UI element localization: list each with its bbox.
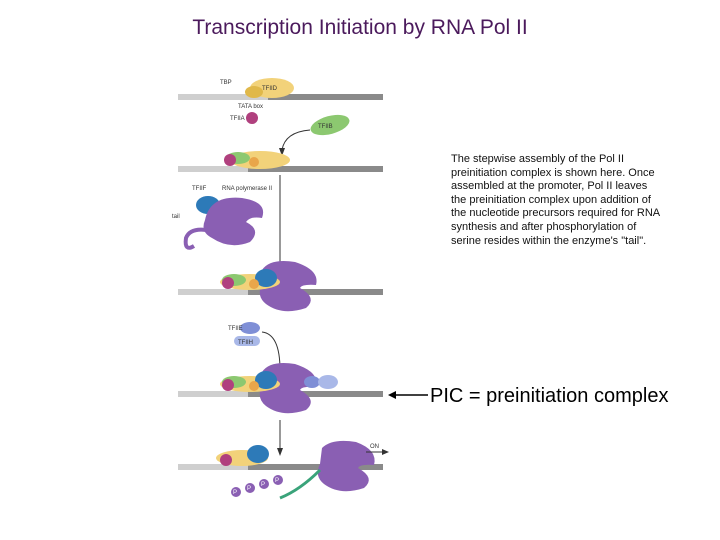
pol-ii-tail	[183, 227, 207, 250]
svg-text:P: P	[275, 478, 279, 484]
tfiia-label: TFIIA	[230, 116, 245, 122]
tfiih-shape	[234, 336, 260, 346]
svg-text:P: P	[261, 482, 265, 488]
tfiib-shape	[310, 114, 350, 136]
tbp-shape	[245, 86, 263, 98]
free-pol-ii-shape	[203, 197, 264, 246]
tbp-label: TBP	[220, 80, 232, 86]
figure-caption: The stepwise assembly of the Pol II prei…	[451, 153, 660, 247]
pic-label: PIC = preinitiation complex	[430, 385, 669, 407]
tail-label: tail	[172, 214, 180, 220]
on-label: ON	[370, 444, 379, 450]
slide-title: Transcription Initiation by RNA Pol II	[192, 16, 528, 39]
dna-strand-5	[178, 464, 383, 470]
tfiib-label: TFIIB	[318, 124, 333, 130]
tfiid-label: TFIID	[262, 86, 278, 92]
tfiie-shape	[240, 322, 260, 334]
tata-box-label: TATA box	[238, 104, 263, 110]
svg-text:P: P	[247, 486, 251, 492]
pic-pointer-arrow	[388, 391, 428, 399]
dna-strand-2	[178, 166, 383, 172]
arrow-step-1	[281, 129, 311, 151]
tfiie-label: TFIIE	[228, 326, 243, 332]
pol-ii-assembly-diagram: TBP TFIID TATA box TFIIA TFIIB TFIIF RNA…	[172, 78, 389, 500]
svg-text:P: P	[233, 490, 237, 496]
rna-pol-label: RNA polymerase II	[222, 186, 272, 192]
tfiih-label: TFIIH	[238, 340, 253, 346]
tfiia-shape	[246, 112, 258, 124]
tfiif-label: TFIIF	[192, 186, 207, 192]
phosphate-tail: P P P P	[231, 475, 283, 497]
